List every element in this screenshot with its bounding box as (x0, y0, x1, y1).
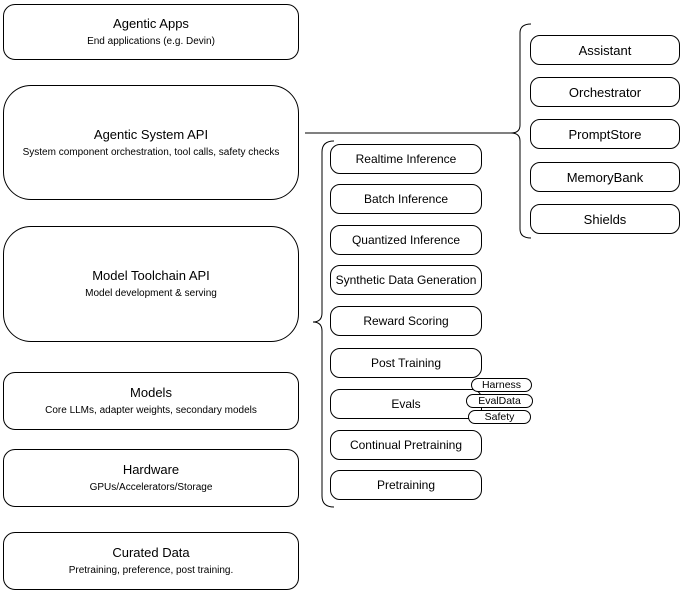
box-subtitle: Pretraining, preference, post training. (68, 565, 234, 576)
box-subtitle: Model development & serving (85, 288, 217, 299)
node-pretraining: Pretraining (330, 470, 482, 500)
node-continual-pretraining: Continual Pretraining (330, 430, 482, 460)
box-subtitle: Core LLMs, adapter weights, secondary mo… (45, 405, 257, 416)
box-agentic-apps: Agentic Apps End applications (e.g. Devi… (3, 4, 299, 60)
box-curated-data: Curated Data Pretraining, preference, po… (3, 532, 299, 590)
box-title: Curated Data (112, 545, 190, 560)
node-promptstore: PromptStore (530, 119, 680, 149)
box-hardware: Hardware GPUs/Accelerators/Storage (3, 449, 299, 507)
node-memorybank: MemoryBank (530, 162, 680, 192)
toolchain-brace (312, 140, 335, 508)
node-shields: Shields (530, 204, 680, 234)
box-models: Models Core LLMs, adapter weights, secon… (3, 372, 299, 430)
box-subtitle: End applications (e.g. Devin) (87, 36, 215, 47)
box-title: Model Toolchain API (92, 268, 210, 283)
node-orchestrator: Orchestrator (530, 77, 680, 107)
node-synthetic-data-generation: Synthetic Data Generation (330, 265, 482, 295)
components-brace (510, 23, 532, 239)
node-realtime-inference: Realtime Inference (330, 144, 482, 174)
node-assistant: Assistant (530, 35, 680, 65)
box-title: Agentic Apps (113, 16, 189, 31)
box-agentic-system-api: Agentic System API System component orch… (3, 85, 299, 200)
node-post-training: Post Training (330, 348, 482, 378)
node-batch-inference: Batch Inference (330, 184, 482, 214)
tag-safety: Safety (468, 410, 531, 424)
node-quantized-inference: Quantized Inference (330, 225, 482, 255)
box-subtitle: GPUs/Accelerators/Storage (89, 482, 213, 493)
box-model-toolchain-api: Model Toolchain API Model development & … (3, 226, 299, 342)
tag-evaldata: EvalData (466, 394, 533, 408)
box-title: Models (130, 385, 172, 400)
tag-harness: Harness (471, 378, 532, 392)
box-title: Hardware (122, 462, 180, 477)
box-title: Agentic System API (93, 126, 209, 142)
node-reward-scoring: Reward Scoring (330, 306, 482, 336)
box-subtitle: System component orchestration, tool cal… (22, 146, 280, 158)
node-evals: Evals (330, 389, 482, 419)
